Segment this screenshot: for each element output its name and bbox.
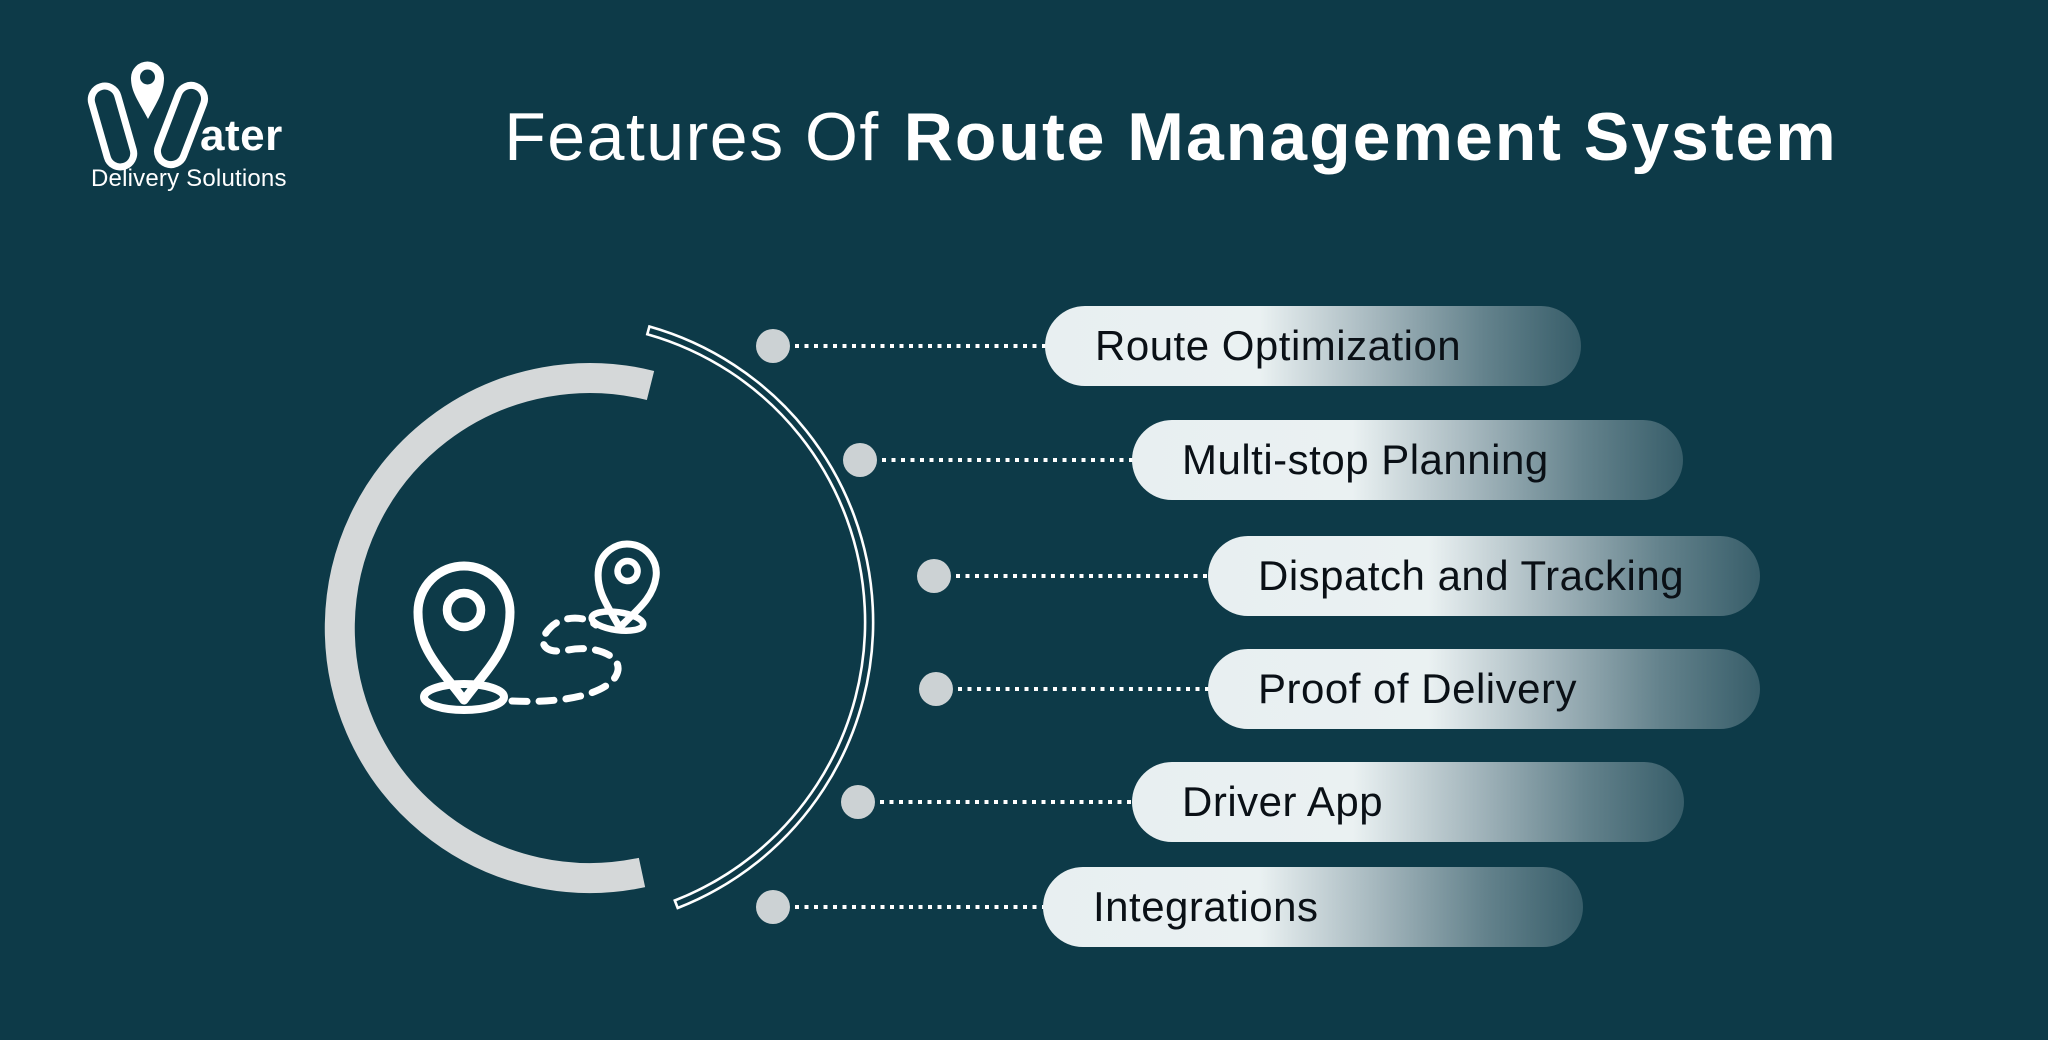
dashed-route-path (508, 614, 622, 705)
dot-6 (756, 890, 790, 924)
feature-label: Driver App (1182, 778, 1384, 825)
w-left-loop (87, 82, 138, 171)
dot-3 (917, 559, 951, 593)
feature-pill-integrations: Integrations (1043, 867, 1583, 947)
feature-label: Dispatch and Tracking (1258, 552, 1685, 599)
feature-label: Route Optimization (1095, 322, 1462, 369)
logo-pin-icon (131, 61, 164, 119)
feature-label: Proof of Delivery (1258, 665, 1577, 712)
small-pin-body (594, 540, 660, 631)
large-location-pin-icon (413, 561, 515, 714)
dot-4 (919, 672, 953, 706)
feature-pill-route-optimization: Route Optimization (1045, 306, 1581, 386)
dot-5 (841, 785, 875, 819)
large-pin-body (413, 561, 515, 705)
connector-dots (756, 329, 953, 924)
feature-pill-driver-app: Driver App (1132, 762, 1684, 842)
feature-pill-dispatch-and-tracking: Dispatch and Tracking (1208, 536, 1760, 616)
w-monogram-icon (87, 81, 209, 171)
feature-label: Integrations (1093, 883, 1319, 930)
logo-mark (87, 61, 209, 171)
thick-gray-arc (324, 363, 655, 894)
feature-label: Multi-stop Planning (1182, 436, 1549, 483)
route-icon (413, 540, 660, 714)
title-prefix: Features Of (504, 99, 880, 175)
small-pin-hole (614, 557, 641, 585)
small-location-pin-icon (588, 540, 660, 634)
title-emphasis: Route Management System (903, 99, 1838, 175)
dot-1 (756, 329, 790, 363)
w-right-loop (153, 81, 209, 169)
small-pin-base (588, 608, 647, 634)
logo-tagline: Delivery Solutions (91, 165, 287, 192)
logo-brand-suffix: ater (200, 111, 283, 160)
logo-pin-body (131, 61, 164, 119)
feature-pill-multi-stop-planning: Multi-stop Planning (1132, 420, 1683, 500)
feature-pill-proof-of-delivery: Proof of Delivery (1208, 649, 1760, 729)
large-pin-base (420, 680, 508, 714)
dot-2 (843, 443, 877, 477)
logo-pin-hole (140, 69, 155, 85)
thin-double-arc (645, 324, 875, 910)
page-title: Features Of Route Management System (504, 99, 1838, 175)
large-pin-hole (442, 588, 486, 632)
